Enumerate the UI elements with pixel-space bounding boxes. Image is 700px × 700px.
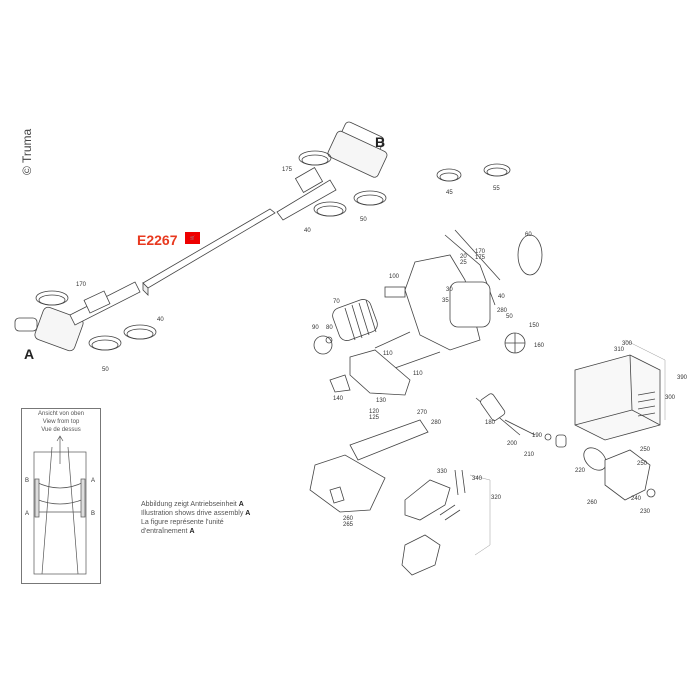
callout: 190 xyxy=(532,433,543,439)
callout: 230 xyxy=(640,509,651,515)
callout: 50 xyxy=(506,314,513,320)
callout: 170 xyxy=(76,282,87,288)
callout: 55 xyxy=(493,186,500,192)
callout: 170 175 xyxy=(475,249,486,261)
callout: 120 125 xyxy=(369,409,380,421)
callout: 35 xyxy=(442,298,449,304)
callout: 50 xyxy=(360,217,367,223)
callout: 40 xyxy=(498,294,505,300)
callout: 180 xyxy=(485,420,496,426)
assembly-label-a: A xyxy=(24,346,35,362)
callout: 70 xyxy=(333,299,340,305)
callout: 260 265 xyxy=(343,516,354,528)
copyright-notice: © Truma xyxy=(20,128,34,175)
square-rod xyxy=(142,208,276,296)
callout: 330 xyxy=(437,469,448,475)
callout: 390 xyxy=(677,375,688,381)
callout: 310 xyxy=(614,347,625,353)
red-cart-icon[interactable]: 🛒 xyxy=(185,232,200,244)
inset-marker-a: A xyxy=(91,478,96,484)
motor-cover xyxy=(574,354,661,441)
callout: 40 xyxy=(157,317,164,323)
drive-assembly-a xyxy=(14,281,157,352)
callout: 340 xyxy=(472,476,483,482)
clamp-parts xyxy=(401,469,466,576)
callout: 280 xyxy=(431,420,442,426)
callout: 140 xyxy=(333,396,344,402)
callout: 320 xyxy=(491,495,502,501)
inset-title-en: View from top xyxy=(42,419,80,425)
callout: 250 xyxy=(637,461,648,467)
callout: 200 xyxy=(507,441,518,447)
cable-coils xyxy=(436,163,543,306)
inset-title-fr: Vue de dessus xyxy=(41,427,81,433)
fan-wheel xyxy=(504,332,526,354)
callout: 210 xyxy=(524,452,535,458)
caption-marker: A xyxy=(189,528,195,535)
callout: 45 xyxy=(446,190,453,196)
callout: 300 xyxy=(622,341,633,347)
callout: 30 xyxy=(446,287,453,293)
drive-assembly-b xyxy=(276,121,388,221)
callout: 20 25 xyxy=(460,254,467,266)
caption-marker: A xyxy=(238,501,244,508)
callout: 110 xyxy=(413,371,423,377)
inset-marker-b: B xyxy=(25,478,30,484)
callout: 300 xyxy=(665,395,676,401)
callout: 130 xyxy=(376,398,387,404)
assembly-label-b: B xyxy=(375,134,386,150)
cover-plate xyxy=(329,349,411,396)
caption-line-en: Illustration shows drive assembly xyxy=(141,510,244,517)
callout: 150 xyxy=(529,323,540,329)
inset-marker-b: B xyxy=(91,511,96,517)
callout: 90 xyxy=(312,325,319,331)
mounting-bracket xyxy=(309,419,429,513)
callout: 50 xyxy=(102,367,109,373)
callout: 260 xyxy=(587,500,598,506)
caption-line-fr: La figure représente l'unité xyxy=(141,519,224,526)
callout: 110 xyxy=(383,351,393,357)
caption-marker: A xyxy=(245,510,251,517)
spindle-parts xyxy=(480,393,656,501)
callout: 80 xyxy=(326,325,333,331)
callout: 40 xyxy=(304,228,311,234)
callout: 270 xyxy=(417,410,428,416)
bracket-lines xyxy=(469,339,666,556)
callout: 220 xyxy=(575,468,586,474)
callout: 100 xyxy=(389,274,400,280)
callout: 250 xyxy=(640,447,651,453)
part-number-label[interactable]: E2267 xyxy=(137,232,178,248)
caption: Abbildung zeigt Antriebseinheit A Illust… xyxy=(141,500,250,536)
top-view-inset: Ansicht von oben View from top Vue de de… xyxy=(21,408,101,584)
inset-title-de: Ansicht von oben xyxy=(37,411,85,417)
inset-marker-a: A xyxy=(25,511,30,517)
caption-line-fr-2: d'entraînement xyxy=(141,528,188,535)
caption-line-de: Abbildung zeigt Antriebseinheit xyxy=(141,501,237,508)
callout: 60 xyxy=(525,232,532,238)
roller xyxy=(313,299,378,355)
callout: 160 xyxy=(534,343,545,349)
callout: 175 xyxy=(282,167,293,173)
callout: 240 xyxy=(631,496,642,502)
caravan-top-view-icon xyxy=(33,435,87,575)
callout: 280 xyxy=(497,308,508,314)
motor-housing xyxy=(384,254,491,351)
